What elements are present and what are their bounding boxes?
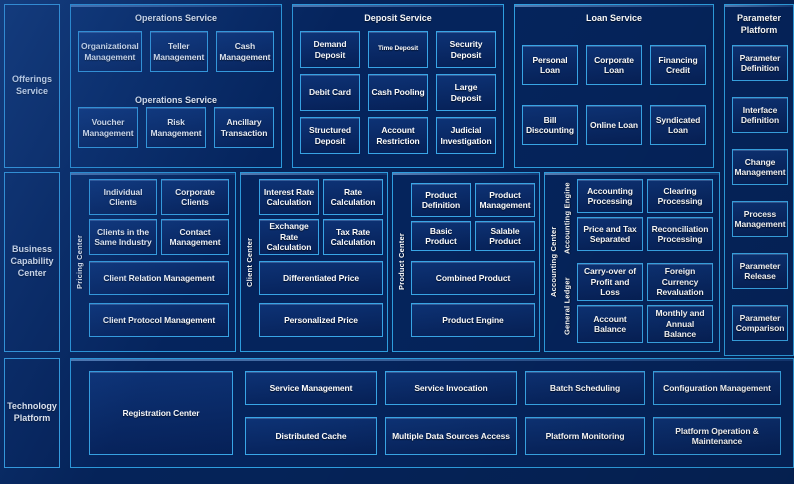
card-personal-loan[interactable]: Personal Loan	[522, 45, 578, 85]
card-batch-scheduling[interactable]: Batch Scheduling	[525, 371, 645, 405]
card-registration-center[interactable]: Registration Center	[89, 371, 233, 455]
card-basic-product[interactable]: Basic Product	[411, 221, 471, 251]
card-individual-clients[interactable]: Individual Clients	[89, 179, 157, 215]
card-online-loan[interactable]: Online Loan	[586, 105, 642, 145]
card-client-relation-management[interactable]: Client Relation Management	[89, 261, 229, 295]
card-risk-management[interactable]: Risk Management	[146, 107, 206, 148]
card-account-balance[interactable]: Account Balance	[577, 305, 643, 343]
card-debit-card[interactable]: Debit Card	[300, 74, 360, 111]
card-parameter-definition[interactable]: Parameter Definition	[732, 45, 788, 81]
card-personalized-price[interactable]: Personalized Price	[259, 303, 383, 337]
panel-accounting-center[interactable]: Accounting Center Accounting Engine Gene…	[544, 172, 720, 352]
card-product-management[interactable]: Product Management	[475, 183, 535, 217]
card-rate-calculation[interactable]: Rate Calculation	[323, 179, 383, 215]
card-organizational-management[interactable]: Organizational Management	[78, 31, 142, 72]
card-structured-deposit[interactable]: Structured Deposit	[300, 117, 360, 154]
card-combined-product[interactable]: Combined Product	[411, 261, 535, 295]
card-product-definition[interactable]: Product Definition	[411, 183, 471, 217]
card-large-deposit[interactable]: Large Deposit	[436, 74, 496, 111]
panel-vlabel-accounting-center: Accounting Center	[549, 226, 558, 298]
card-service-management[interactable]: Service Management	[245, 371, 377, 405]
panel-vlabel-general-ledger: General Ledger	[562, 277, 572, 335]
card-differentiated-price[interactable]: Differentiated Price	[259, 261, 383, 295]
card-parameter-release[interactable]: Parameter Release	[732, 253, 788, 289]
card-teller-management[interactable]: Teller Management	[149, 31, 208, 72]
panel-deposit-service[interactable]: Deposit Service Demand Deposit Time Depo…	[292, 4, 504, 168]
card-product-engine[interactable]: Product Engine	[411, 303, 535, 337]
card-configuration-management[interactable]: Configuration Management	[653, 371, 781, 405]
card-distributed-cache[interactable]: Distributed Cache	[245, 417, 377, 455]
panel-loan-service[interactable]: Loan Service Personal Loan Corporate Loa…	[514, 4, 714, 168]
card-clearing-processing[interactable]: Clearing Processing	[647, 179, 713, 213]
card-voucher-management[interactable]: Voucher Management	[78, 107, 138, 148]
panel-technology-platform[interactable]: Registration Center Service Management S…	[70, 358, 794, 468]
card-client-protocol-management[interactable]: Client Protocol Management	[89, 303, 229, 337]
card-service-invocation[interactable]: Service Invocation	[385, 371, 517, 405]
card-platform-monitoring[interactable]: Platform Monitoring	[525, 417, 645, 455]
card-monthly-and-annual-balance[interactable]: Monthly and Annual Balance	[647, 305, 713, 343]
panel-vlabel-client-center: Client Center	[245, 237, 254, 287]
card-tax-rate-calculation[interactable]: Tax Rate Calculation	[323, 219, 383, 255]
card-cash-pooling[interactable]: Cash Pooling	[368, 74, 428, 111]
card-parameter-comparison[interactable]: Parameter Comparison	[732, 305, 788, 341]
panel-operations-service[interactable]: Operations Service Organizational Manage…	[70, 4, 282, 168]
panel-title-operations-service: Operations Service	[134, 13, 218, 23]
card-multiple-data-sources-access[interactable]: Multiple Data Sources Access	[385, 417, 517, 455]
card-contact-management[interactable]: Contact Management	[161, 219, 229, 255]
card-bill-discounting[interactable]: Bill Discounting	[522, 105, 578, 145]
card-demand-deposit[interactable]: Demand Deposit	[300, 31, 360, 68]
card-cash-management[interactable]: Cash Management	[215, 31, 274, 72]
card-clients-in-the-same-industry[interactable]: Clients in the Same Industry	[89, 219, 157, 255]
card-change-management[interactable]: Change Management	[732, 149, 788, 185]
card-ancillary-transaction[interactable]: Ancillary Transaction	[214, 107, 274, 148]
panel-pricing-center[interactable]: Pricing Center Individual Clients Corpor…	[70, 172, 236, 352]
card-salable-product[interactable]: Salable Product	[475, 221, 535, 251]
card-accounting-processing[interactable]: Accounting Processing	[577, 179, 643, 213]
card-carry-over-of-profit-and-loss[interactable]: Carry-over of Profit and Loss	[577, 263, 643, 301]
panel-title-deposit-service: Deposit Service	[364, 13, 432, 23]
panel-vlabel-pricing-center: Pricing Center	[75, 234, 84, 290]
card-exchange-rate-calculation[interactable]: Exchange Rate Calculation	[259, 219, 319, 255]
card-judicial-investigation[interactable]: Judicial Investigation	[436, 117, 496, 154]
card-reconciliation-processing[interactable]: Reconciliation Processing	[647, 217, 713, 251]
card-account-restriction[interactable]: Account Restriction	[368, 117, 428, 154]
panel-subtitle-operations-service: Operations Service	[134, 95, 218, 105]
card-interest-rate-calculation[interactable]: Interest Rate Calculation	[259, 179, 319, 215]
panel-client-center[interactable]: Client Center Interest Rate Calculation …	[240, 172, 388, 352]
card-price-and-tax-separated[interactable]: Price and Tax Separated	[577, 217, 643, 251]
card-foreign-currency-revaluation[interactable]: Foreign Currency Revaluation	[647, 263, 713, 301]
card-financing-credit[interactable]: Financing Credit	[650, 45, 706, 85]
card-security-deposit[interactable]: Security Deposit	[436, 31, 496, 68]
card-time-deposit[interactable]: Time Deposit	[368, 31, 428, 68]
panel-title-parameter-platform: Parameter Platform	[736, 13, 782, 36]
card-syndicated-loan[interactable]: Syndicated Loan	[650, 105, 706, 145]
panel-parameter-platform[interactable]: Parameter Platform Parameter Definition …	[724, 4, 794, 356]
card-interface-definition[interactable]: Interface Definition	[732, 97, 788, 133]
panel-vlabel-product-center: Product Center	[397, 233, 406, 291]
panel-vlabel-accounting-engine: Accounting Engine	[562, 182, 572, 254]
card-platform-operation-maintenance[interactable]: Platform Operation & Maintenance	[653, 417, 781, 455]
card-process-management[interactable]: Process Management	[732, 201, 788, 237]
panel-product-center[interactable]: Product Center Product Definition Produc…	[392, 172, 540, 352]
card-corporate-loan[interactable]: Corporate Loan	[586, 45, 642, 85]
card-corporate-clients[interactable]: Corporate Clients	[161, 179, 229, 215]
panel-title-loan-service: Loan Service	[585, 13, 643, 23]
